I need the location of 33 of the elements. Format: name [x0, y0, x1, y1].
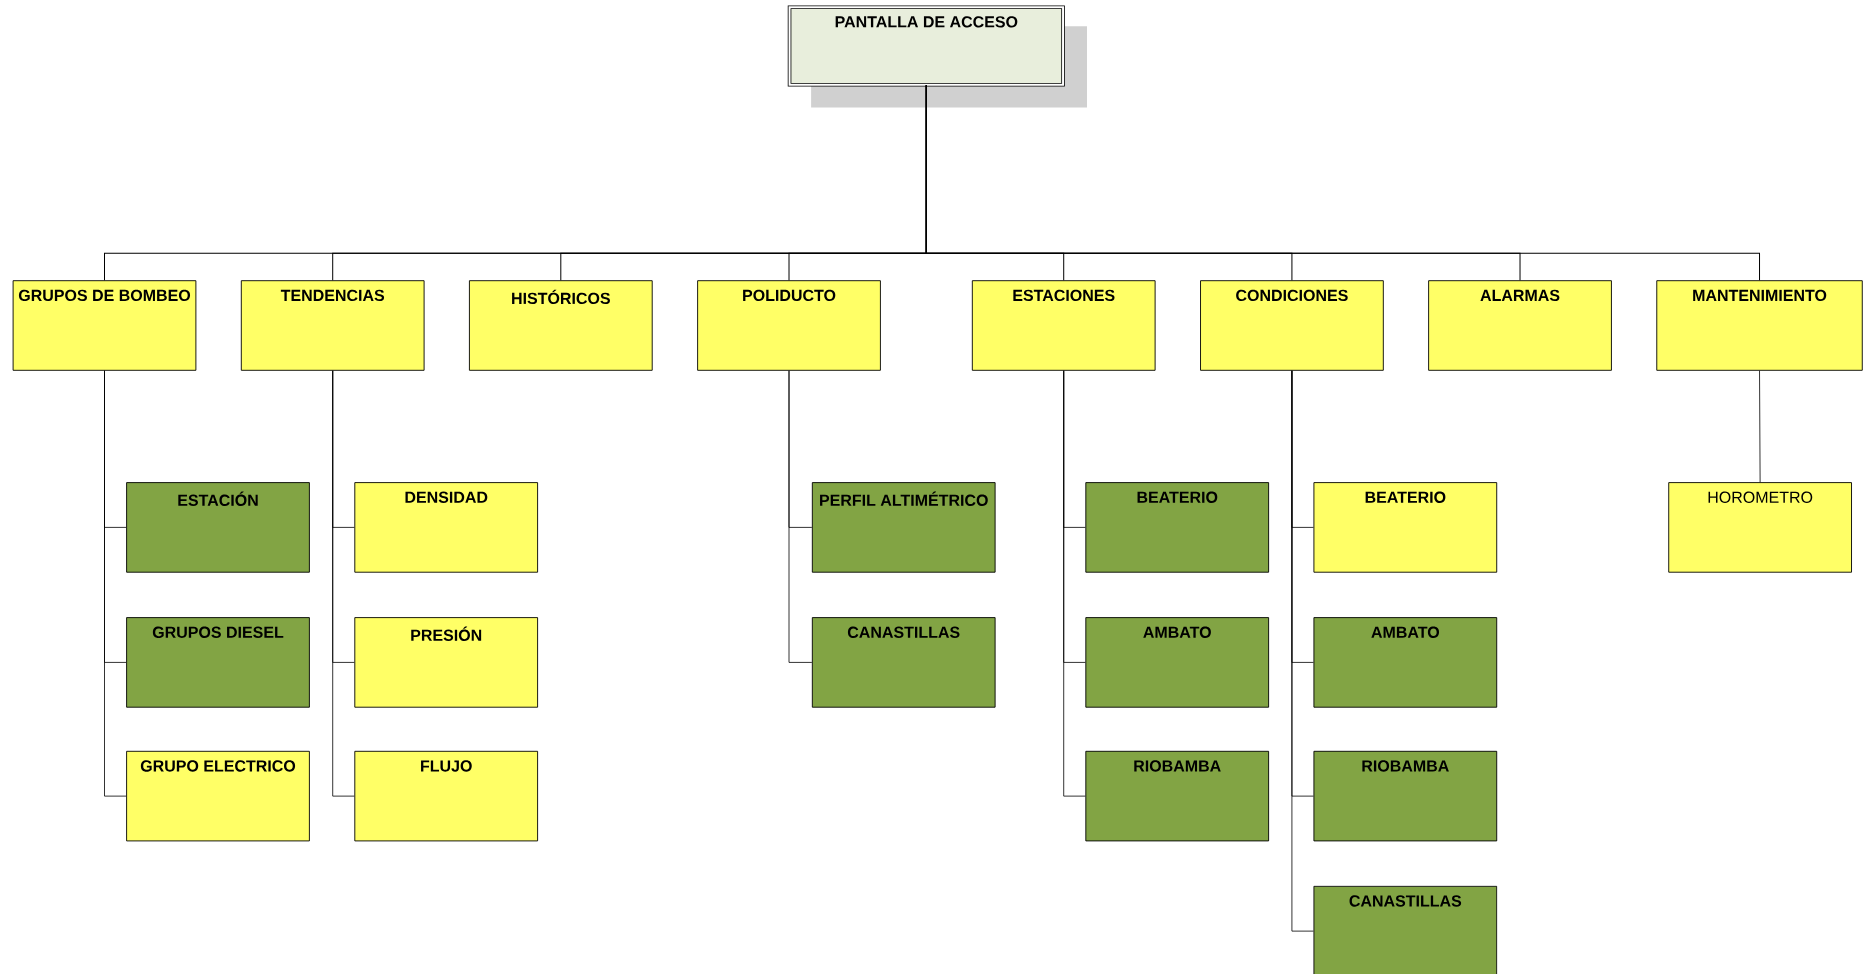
menu-box: TENDENCIAS [240, 280, 425, 371]
node-label: PANTALLA DE ACCESO [835, 16, 1018, 28]
menu-box: PRESIÓN [354, 617, 539, 708]
menu-box: DENSIDAD [354, 482, 539, 573]
connector-line [1291, 370, 1314, 932]
connector-line [788, 370, 813, 663]
menu-box: GRUPOS DIESEL [126, 617, 310, 708]
menu-box: FLUJO [354, 750, 539, 842]
menu-box: GRUPOS DE BOMBEO [12, 280, 197, 371]
menu-box: HOROMETRO [1668, 482, 1852, 573]
connector-line [1063, 370, 1086, 797]
menu-box: ESTACIONES [971, 280, 1156, 371]
menu-box: AMBATO [1313, 617, 1498, 708]
menu-box: GRUPO ELECTRICO [126, 750, 310, 842]
connector-line [104, 370, 127, 797]
menu-box: POLIDUCTO [697, 280, 881, 371]
title-box: PANTALLA DE ACCESO [787, 5, 1087, 108]
menu-box: RIOBAMBA [1313, 750, 1498, 842]
menu-box: ALARMAS [1428, 280, 1612, 371]
connector-line [925, 84, 1761, 281]
menu-box: MANTENIMIENTO [1656, 280, 1863, 371]
menu-box: CONDICIONES [1200, 280, 1384, 371]
menu-box: PERFIL ALTIMÉTRICO [811, 482, 996, 573]
menu-box: BEATERIO [1313, 482, 1498, 573]
menu-box: CANASTILLAS [1313, 885, 1498, 974]
menu-box: ESTACIÓN [126, 482, 310, 573]
menu-box: CANASTILLAS [811, 617, 996, 708]
menu-box: RIOBAMBA [1085, 750, 1270, 842]
menu-box: HISTÓRICOS [468, 280, 653, 371]
connector-line [332, 370, 355, 797]
menu-box: AMBATO [1085, 617, 1270, 708]
connector-line [1759, 370, 1761, 483]
menu-box: BEATERIO [1085, 482, 1270, 573]
